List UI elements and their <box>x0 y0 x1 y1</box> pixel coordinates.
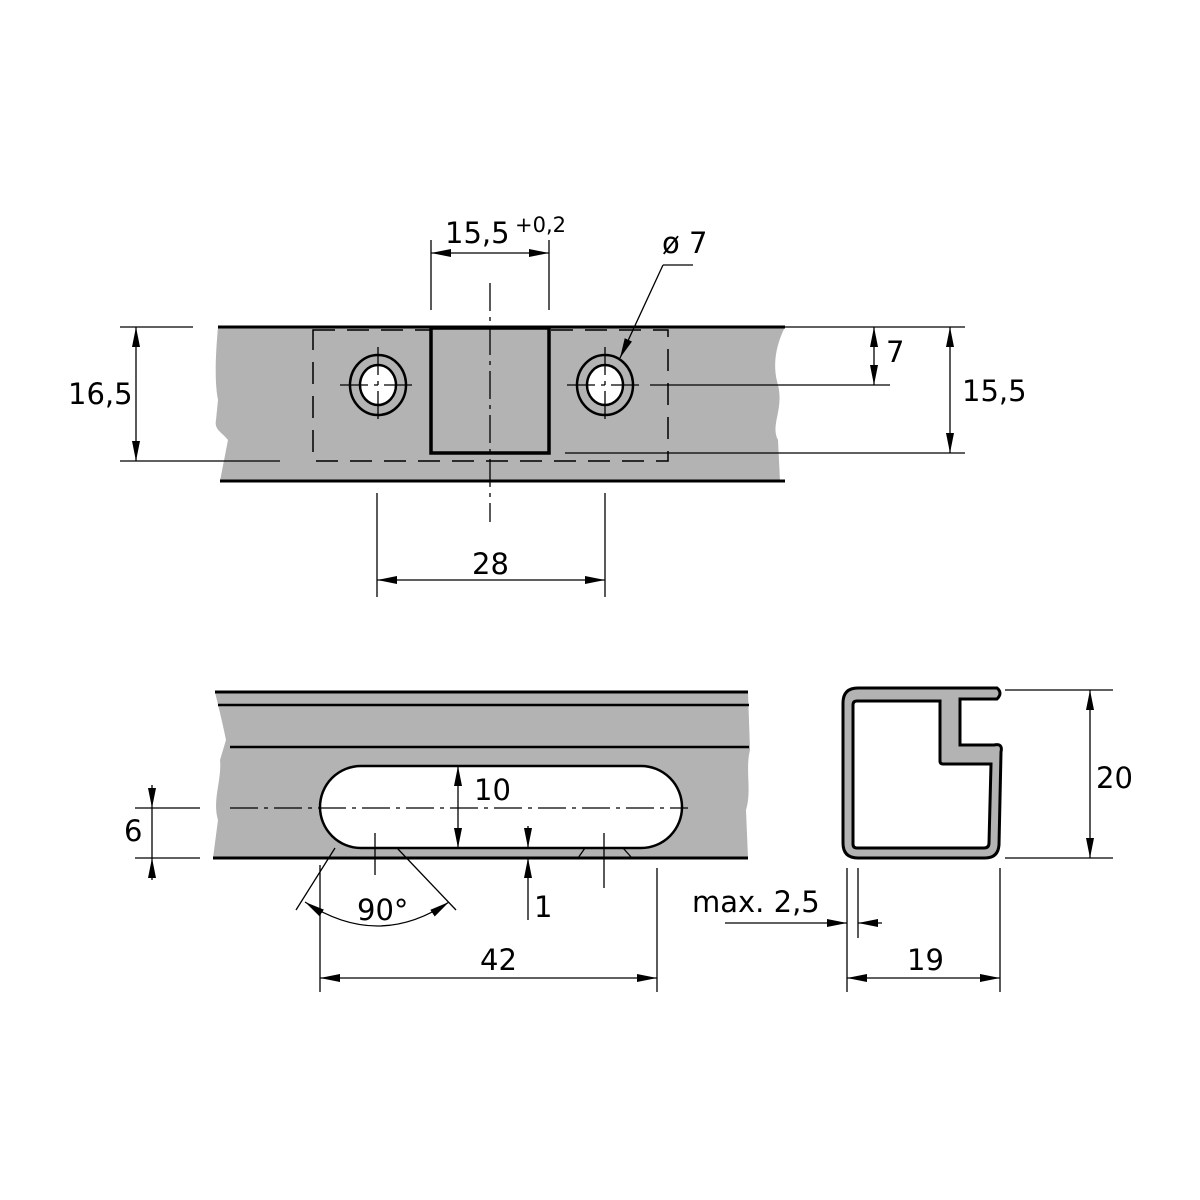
top-view: 15,5 +0,2 ø 7 7 15,5 16,5 28 <box>68 213 1027 597</box>
hole-spacing-label: 28 <box>472 547 509 581</box>
slot-width-label: 15,5 <box>445 216 510 250</box>
slot-height-label: 10 <box>474 773 511 807</box>
chamfer-angle-dimension <box>304 901 450 927</box>
oblong-slot <box>318 764 684 850</box>
bar-height-label: 16,5 <box>68 377 133 411</box>
hole-diameter-leader <box>619 264 664 359</box>
slot-tolerance-label: +0,2 <box>515 213 566 237</box>
center-height-label: 6 <box>124 814 142 848</box>
chamfer-angle-label: 90° <box>357 893 408 927</box>
hole-center-label: 7 <box>886 335 904 369</box>
web-thickness-label: 1 <box>534 890 552 924</box>
profile-view: 20 19 max. 2,5 <box>692 686 1133 992</box>
profile-width-label: 19 <box>907 943 944 977</box>
profile-height-label: 20 <box>1096 761 1133 795</box>
bottom-view: 10 6 1 90° 42 <box>124 690 750 992</box>
hole-diameter-label: ø 7 <box>662 226 707 260</box>
left-hole <box>340 347 416 425</box>
slot-length-label: 42 <box>480 943 517 977</box>
slot-depth-label: 15,5 <box>962 374 1027 408</box>
right-hole <box>567 347 643 425</box>
wall-thickness-label: max. 2,5 <box>692 885 820 919</box>
